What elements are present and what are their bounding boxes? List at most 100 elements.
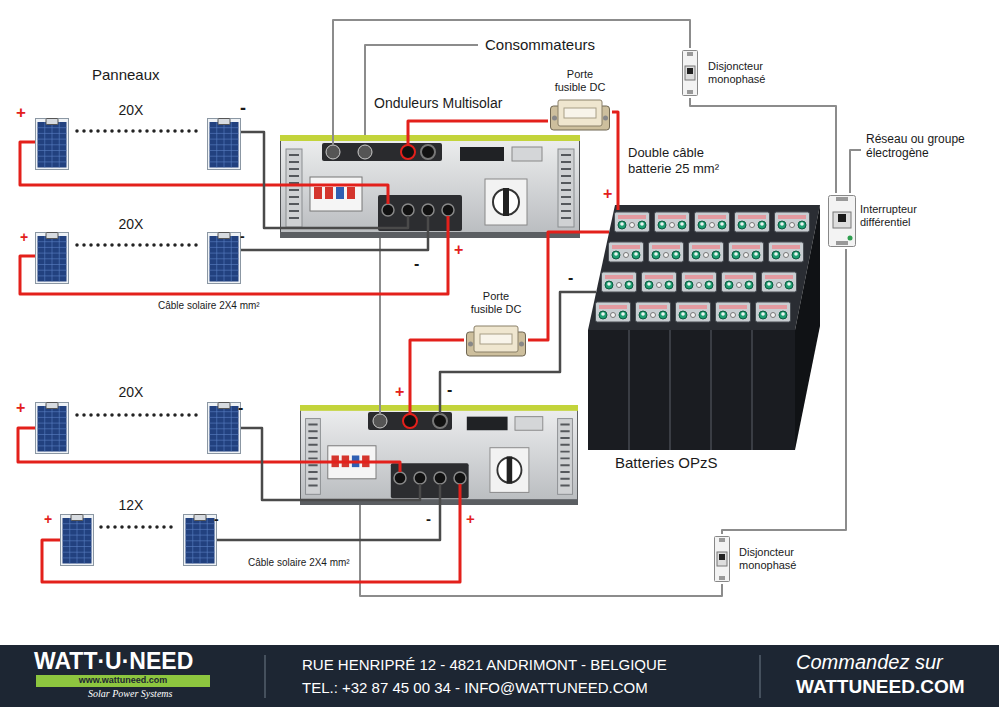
pv-wire <box>20 256 35 288</box>
pv-wire <box>241 131 248 134</box>
brand-tagline: Solar Power Systems <box>88 688 172 700</box>
brand-logo: WATT·U·NEED <box>34 648 193 676</box>
pv-terminal <box>394 472 406 484</box>
pv-terminal <box>382 204 394 216</box>
battery-bank <box>588 205 820 450</box>
wire <box>690 98 836 193</box>
connector-plate <box>368 412 452 430</box>
fuse-holder <box>467 326 526 356</box>
battery-cell <box>756 302 791 322</box>
battery-cell <box>642 272 677 292</box>
cell-divider <box>629 330 752 450</box>
component-label: 20X <box>119 384 144 401</box>
breaker-symbol <box>715 537 730 582</box>
polarity-sign: - <box>238 398 243 417</box>
polarity-sign: + <box>603 184 612 203</box>
switch-handle <box>838 214 846 222</box>
polarity-sign: - <box>447 380 452 399</box>
battery-front <box>588 330 795 450</box>
pv-wire <box>241 428 420 500</box>
footer-separator <box>265 655 266 698</box>
wire <box>248 132 280 228</box>
switch-body <box>829 196 856 247</box>
component-box: 20X <box>14 214 248 288</box>
wire <box>20 238 448 294</box>
polarity-sign: - <box>214 511 219 528</box>
solar-panel <box>208 233 241 284</box>
battery-cell <box>596 302 631 322</box>
battery-cell <box>682 272 717 292</box>
ac-connector <box>373 414 387 428</box>
component-box: Interrupteur différentiel <box>826 193 952 249</box>
battery-cell <box>695 212 730 232</box>
component-label: Onduleurs Multisolar <box>374 95 502 112</box>
wire <box>528 232 584 340</box>
pv-terminal <box>402 204 414 216</box>
pv-wire <box>280 216 408 228</box>
wire <box>408 121 548 135</box>
polarity-sign: + <box>20 229 28 246</box>
battery-cell <box>729 242 764 262</box>
battery-cell <box>676 302 711 322</box>
pv-wire <box>447 216 450 238</box>
inverters <box>280 135 580 505</box>
battery-cell <box>769 242 804 262</box>
ac-wire <box>379 238 381 414</box>
battery-cell <box>649 242 684 262</box>
component-label: Interrupteur différentiel <box>860 203 950 229</box>
dc-connector <box>433 414 447 428</box>
component-box: Onduleurs Multisolar <box>280 135 580 238</box>
ac-wire <box>850 150 861 193</box>
polarity-sign: + <box>466 510 475 528</box>
dc-connector <box>401 145 415 159</box>
pv-wire <box>217 484 440 540</box>
component-label: 12X <box>119 497 144 514</box>
switch-terminal <box>836 197 848 201</box>
switch-toggle <box>833 212 851 228</box>
dc-connector <box>403 414 417 428</box>
ellipsis-dots <box>77 243 201 247</box>
switch-terminal <box>836 241 848 245</box>
ac-connector <box>326 145 340 159</box>
cable-spec: Double câble batterie 25 mm² <box>628 145 740 176</box>
polarity-sign: + <box>44 511 52 528</box>
footer-address: RUE HENRIPRÉ 12 - 4821 ANDRIMONT - BELGI… <box>302 656 667 674</box>
component-box: Disjoncteur monophasé <box>682 48 798 98</box>
battery-cell <box>735 212 770 232</box>
brand-url: www.wattuneed.com <box>36 675 210 686</box>
solar-panel <box>208 403 241 454</box>
solar-panel <box>208 119 241 170</box>
ac-connector <box>358 145 372 159</box>
polarity-sign: - <box>414 254 419 273</box>
logo-ribbon <box>36 675 210 687</box>
battery-cell <box>609 242 644 262</box>
solar-panel <box>184 515 217 566</box>
solar-panel <box>36 119 69 170</box>
battery-wire <box>584 231 609 234</box>
component-label: Disjoncteur monophasé <box>708 60 792 86</box>
cable-spec: Câble solaire 2X4 mm² <box>158 300 260 312</box>
component-label: Porte fusible DC <box>466 290 526 316</box>
component-box: 20X <box>14 100 248 174</box>
battery-cell <box>722 272 757 292</box>
polarity-sign: + <box>16 398 25 417</box>
pv-terminal <box>442 204 454 216</box>
dc-connector <box>421 145 435 159</box>
inverter-body <box>280 135 580 238</box>
wire <box>248 238 428 250</box>
solar-panel <box>36 233 69 284</box>
pv-terminal <box>434 472 446 484</box>
polarity-sign: - <box>426 510 431 528</box>
polarity-sign: + <box>16 103 26 123</box>
component-label: Disjoncteur monophasé <box>739 546 823 572</box>
component-box: Batteries OPzS <box>584 200 820 475</box>
pv-terminal <box>454 472 466 484</box>
wire <box>722 249 846 534</box>
polarity-sign: + <box>395 382 404 401</box>
ellipsis-dots <box>77 129 201 133</box>
footer-contact: TEL.: +32 87 45 00 34 - INFO@WATTUNEED.C… <box>302 679 648 697</box>
pv-terminal <box>414 472 426 484</box>
battery-cell <box>689 242 724 262</box>
